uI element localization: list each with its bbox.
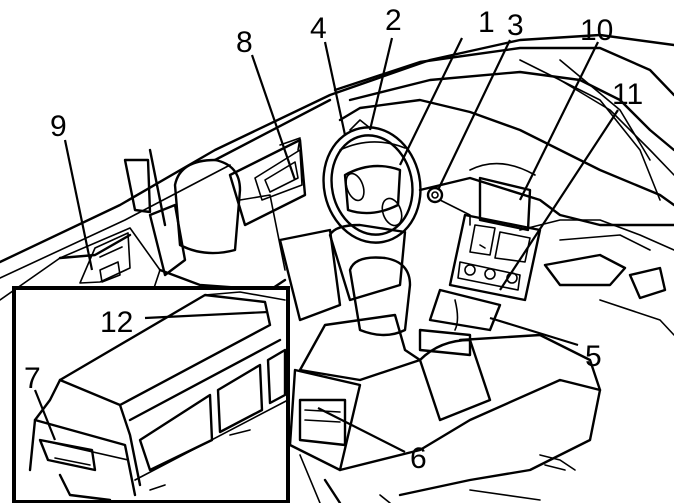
callout-8: 8 — [236, 26, 253, 59]
callout-6: 6 — [410, 442, 427, 475]
roof-frame — [0, 33, 674, 279]
callout-1: 1 — [478, 6, 495, 39]
callout-7: 7 — [24, 362, 41, 395]
callout-9: 9 — [50, 110, 67, 143]
dashboard — [338, 98, 674, 336]
callout-10: 10 — [580, 14, 613, 47]
leader-lines — [33, 37, 619, 453]
left-door — [0, 148, 167, 301]
callout-3: 3 — [507, 9, 524, 42]
callout-labels: 1 2 3 4 5 6 7 8 9 10 11 12 — [24, 4, 643, 475]
callout-11: 11 — [612, 78, 643, 111]
callout-12: 12 — [100, 306, 133, 339]
callout-4: 4 — [310, 12, 327, 45]
callout-5: 5 — [585, 340, 602, 373]
front-seats — [278, 223, 602, 503]
inset-exterior — [12, 286, 290, 503]
rear-door-panel — [213, 98, 332, 227]
callout-2: 2 — [385, 4, 402, 37]
steering-wheel — [322, 119, 422, 244]
